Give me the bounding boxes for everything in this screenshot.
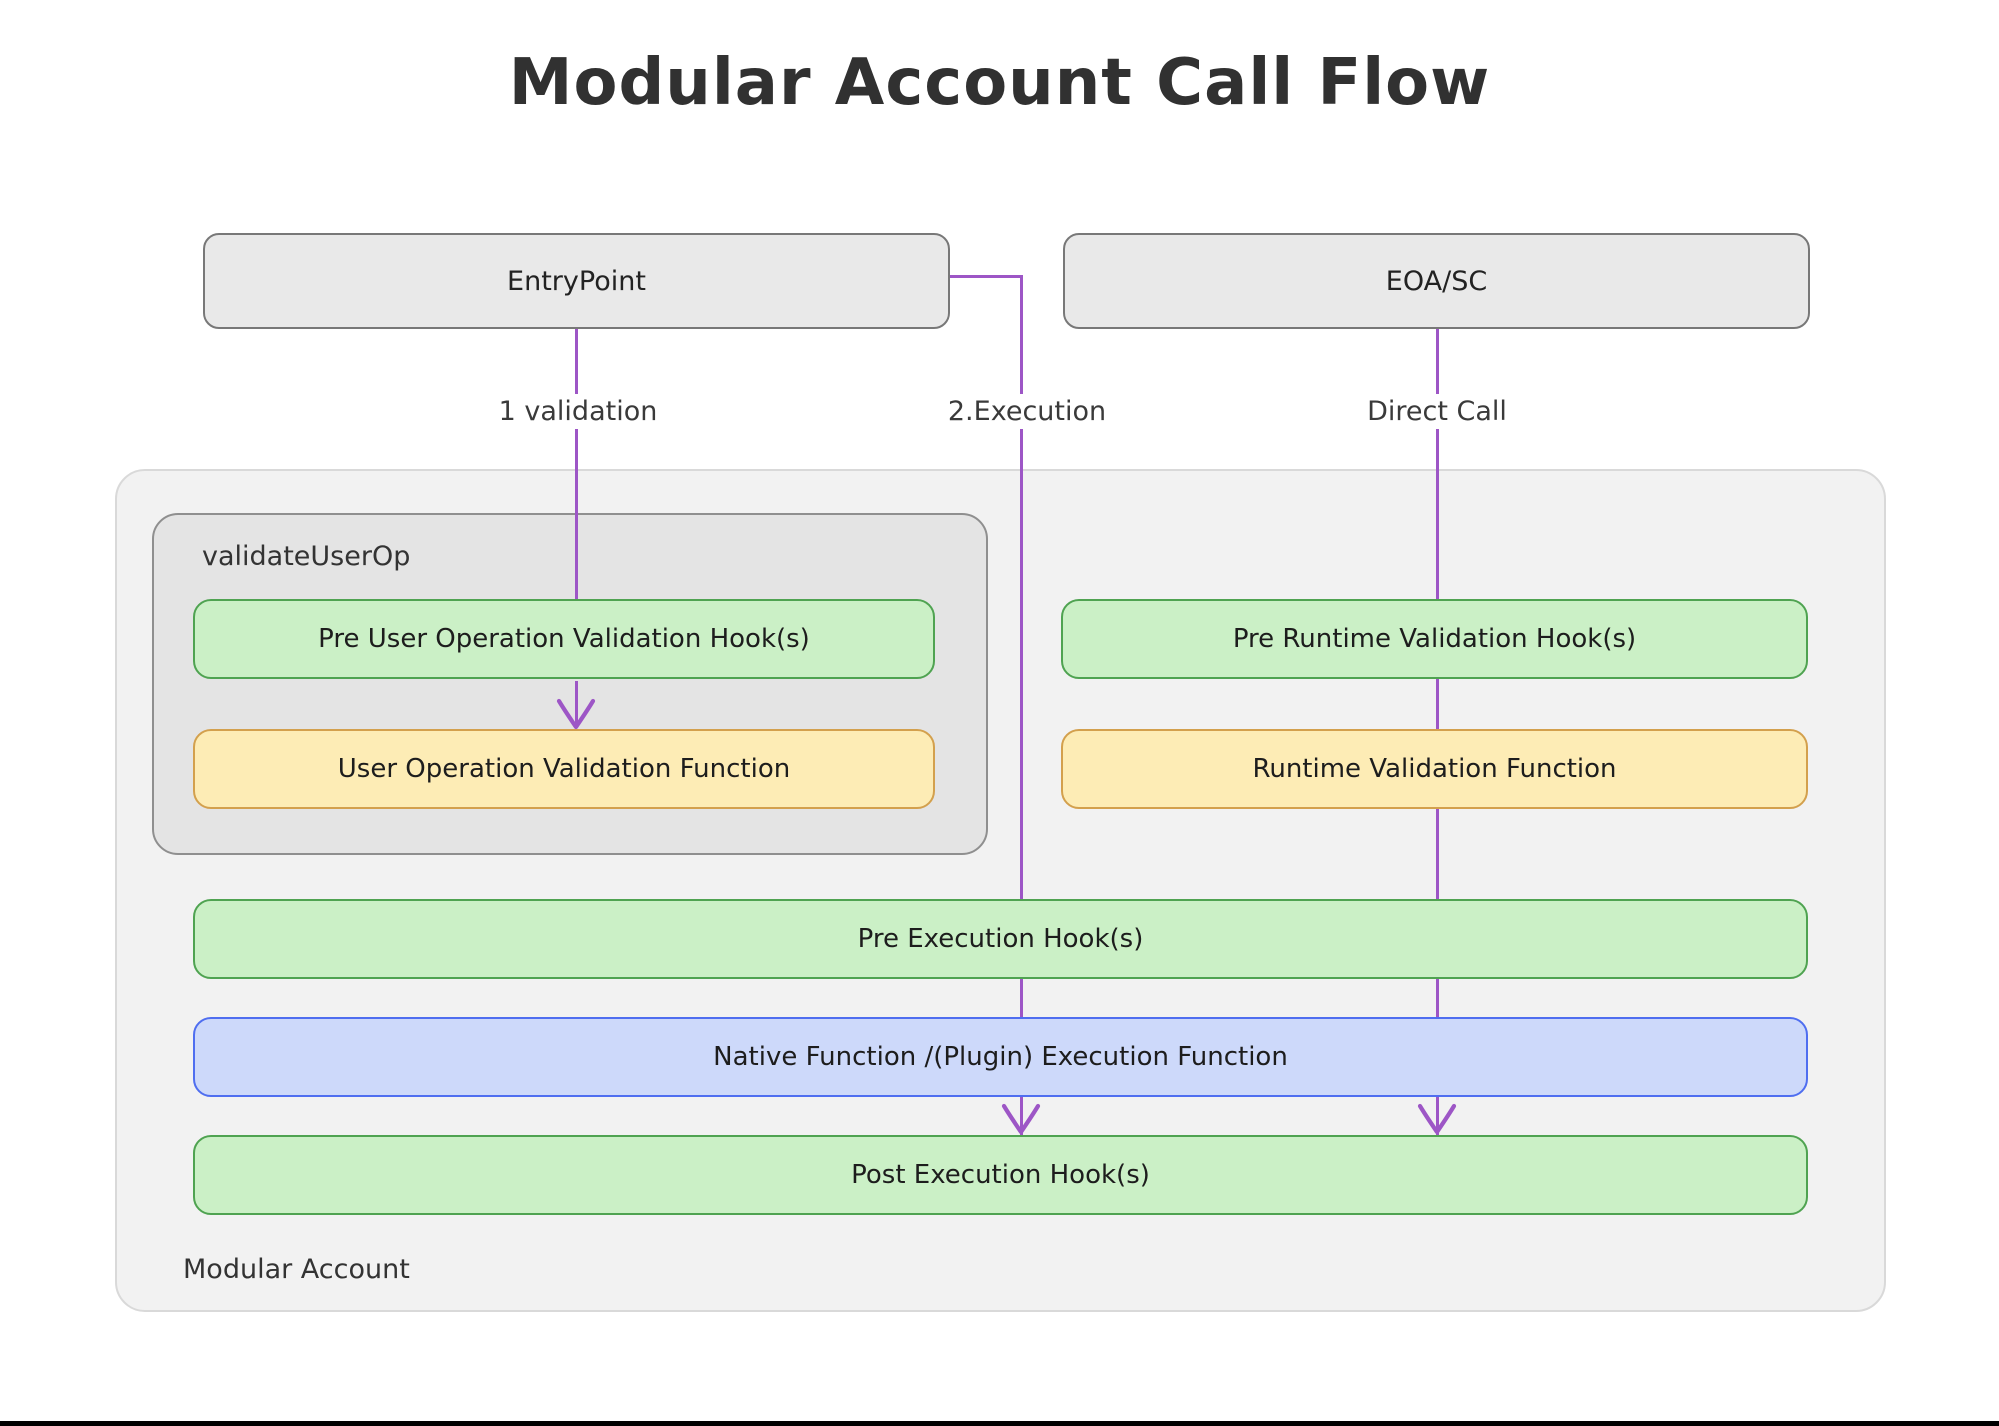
arrow-down-icon xyxy=(1415,1103,1459,1135)
pre-userop-validation-hooks-box: Pre User Operation Validation Hook(s) xyxy=(193,599,935,679)
runtime-validation-function-box: Runtime Validation Function xyxy=(1061,729,1808,809)
validate-userop-label: validateUserOp xyxy=(202,541,411,572)
screen-bottom-edge xyxy=(0,1421,1999,1426)
arrow-down-icon xyxy=(999,1103,1043,1135)
connector-execution-line xyxy=(1020,275,1023,1137)
eoa-sc-label: EOA/SC xyxy=(1385,265,1488,297)
connector-validation-line xyxy=(575,329,578,601)
userop-validation-function-box: User Operation Validation Function xyxy=(193,729,935,809)
userop-validation-function-label: User Operation Validation Function xyxy=(337,754,791,784)
diagram-title: Modular Account Call Flow xyxy=(508,46,1491,120)
runtime-validation-function-label: Runtime Validation Function xyxy=(1252,754,1617,784)
connector-execution-elbow xyxy=(950,275,1023,278)
pre-execution-hooks-label: Pre Execution Hook(s) xyxy=(857,924,1144,954)
connector-execution-label: 2.Execution xyxy=(929,394,1125,429)
pre-runtime-validation-hooks-label: Pre Runtime Validation Hook(s) xyxy=(1232,624,1637,654)
modular-account-label: Modular Account xyxy=(183,1254,410,1285)
connector-validation-label: 1 validation xyxy=(480,394,676,429)
connector-userop-line xyxy=(575,681,578,725)
post-execution-hooks-label: Post Execution Hook(s) xyxy=(851,1160,1150,1190)
native-execution-function-label: Native Function /(Plugin) Execution Func… xyxy=(713,1042,1288,1072)
eoa-sc-node: EOA/SC xyxy=(1063,233,1810,329)
entrypoint-node: EntryPoint xyxy=(203,233,950,329)
arrow-down-icon xyxy=(554,698,598,730)
connector-direct-call-label: Direct Call xyxy=(1349,394,1525,429)
pre-execution-hooks-box: Pre Execution Hook(s) xyxy=(193,899,1808,979)
post-execution-hooks-box: Post Execution Hook(s) xyxy=(193,1135,1808,1215)
pre-userop-validation-hooks-label: Pre User Operation Validation Hook(s) xyxy=(318,624,810,654)
native-execution-function-box: Native Function /(Plugin) Execution Func… xyxy=(193,1017,1808,1097)
pre-runtime-validation-hooks-box: Pre Runtime Validation Hook(s) xyxy=(1061,599,1808,679)
entrypoint-label: EntryPoint xyxy=(507,265,646,297)
